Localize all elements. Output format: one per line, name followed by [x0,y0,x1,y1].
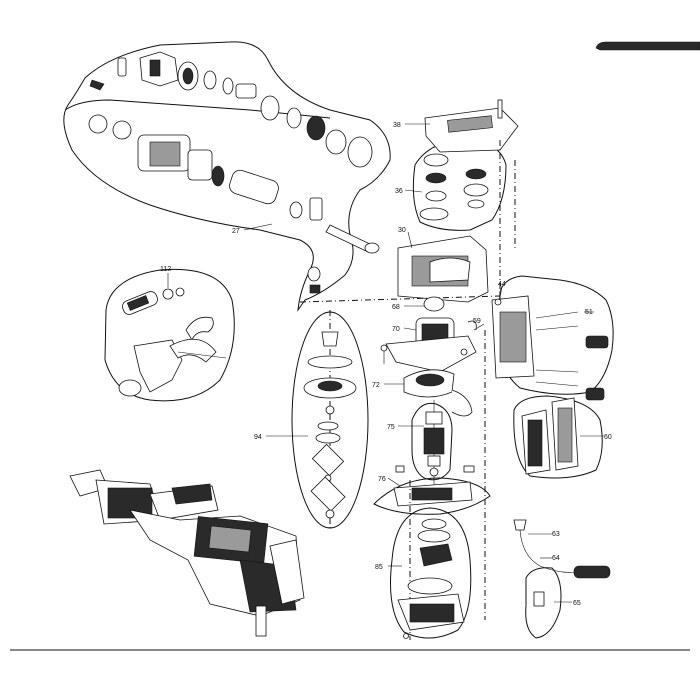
callout-59: 59 [473,318,481,325]
front-barrel-parts [88,51,380,294]
side-handle-outline-112 [104,268,235,402]
assembly-85-parts [397,480,465,640]
callout-labels: 38 36 30 27 112 68 70 59 44 51 72 75 94 … [160,122,612,607]
callout-70: 70 [392,326,400,333]
gear-housing-parts [397,99,519,303]
callout-112: 112 [160,266,171,273]
callout-36: 36 [395,188,403,195]
callout-72: 72 [372,382,380,389]
assembly-outline-85 [390,507,472,639]
front-housing-outline-27 [63,41,391,312]
callout-60: 60 [604,434,612,441]
cable-assembly [513,519,611,639]
rear-housing-outline-51 [497,275,614,395]
assembled-tool-illustration [69,469,305,637]
callout-30: 30 [398,227,406,234]
callout-63: 63 [552,531,560,538]
callout-44: 44 [498,281,506,288]
handle-covers-60 [513,395,603,479]
callout-65: 65 [573,600,581,607]
callout-27: 27 [232,228,240,235]
page-corner-tab [595,41,700,51]
assembly-94-parts [303,310,357,530]
rear-housing-parts [484,295,609,620]
brush-holder-76 [373,477,491,515]
callout-68: 68 [392,304,400,311]
motor-housing-parts [299,295,501,417]
callout-75: 75 [387,424,395,431]
side-handle-parts [118,287,227,397]
callout-51: 51 [585,309,593,316]
callout-85: 85 [375,564,383,571]
callout-76: 76 [378,476,386,483]
callout-64: 64 [552,555,560,562]
callout-38: 38 [393,122,401,129]
callout-94: 94 [254,434,262,441]
armature-75 [395,400,475,486]
